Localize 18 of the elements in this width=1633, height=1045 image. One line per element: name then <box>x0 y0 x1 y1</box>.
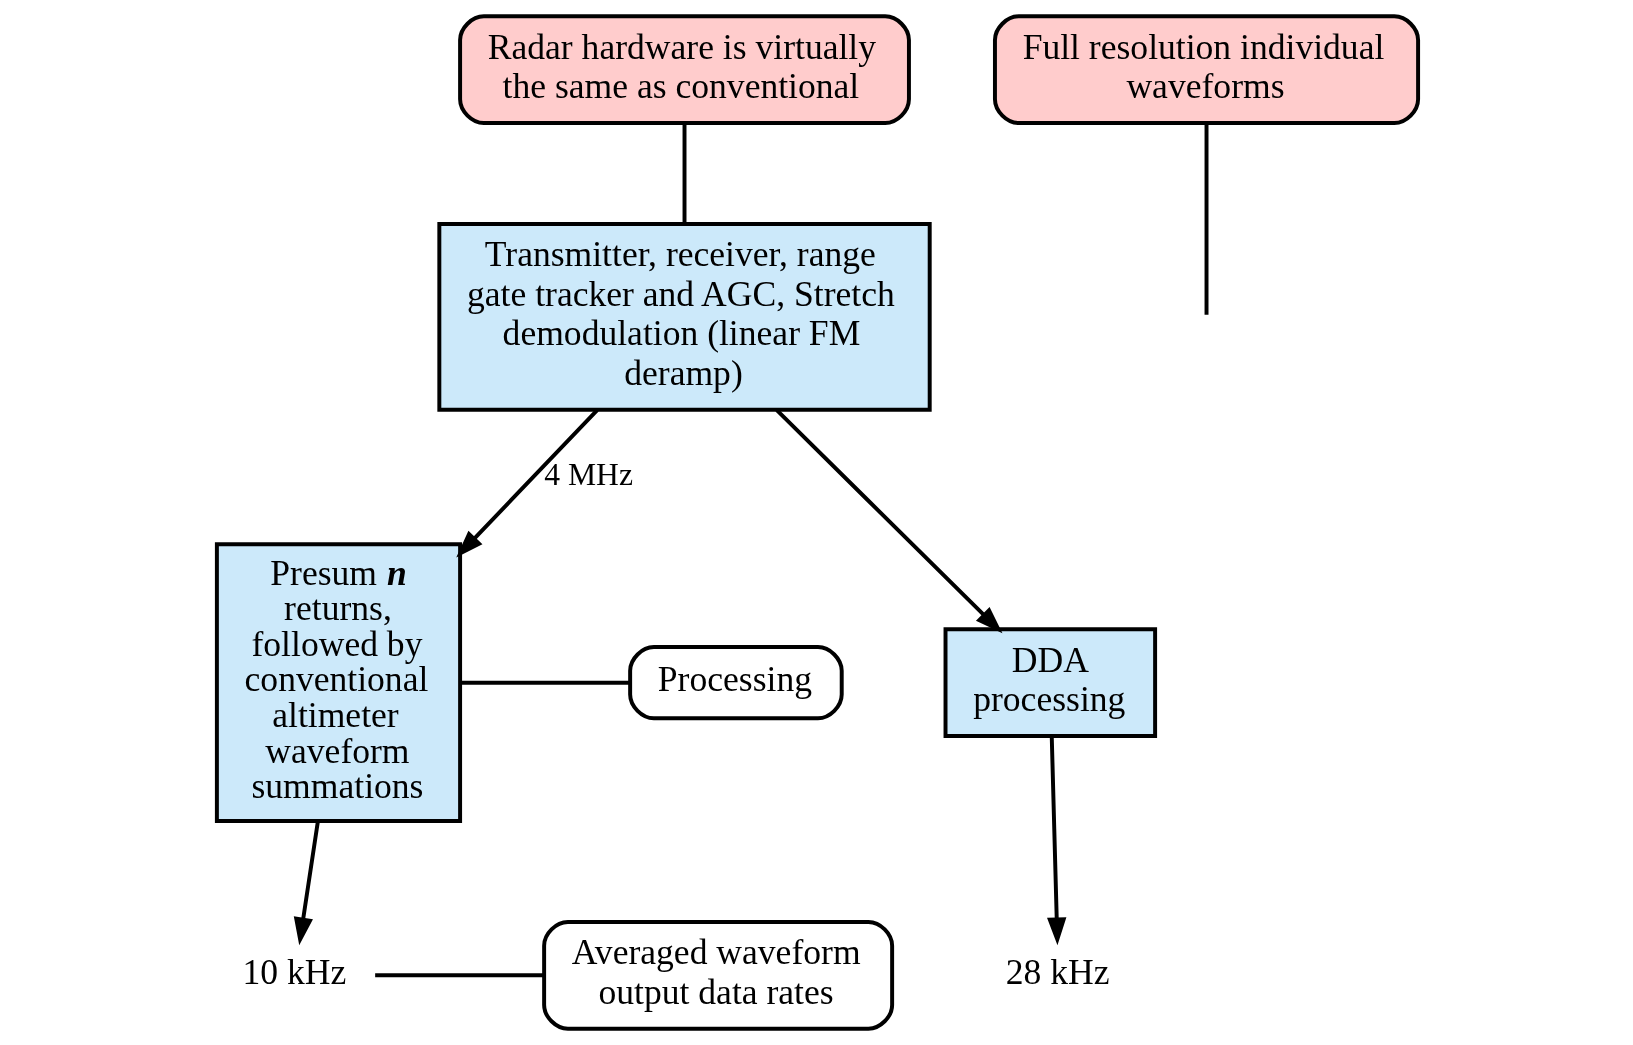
arrow <box>456 408 599 558</box>
connector <box>375 973 544 978</box>
arrow <box>293 821 320 946</box>
node-box: Presum n returns, followed by conventional altimeter waveform summations <box>214 542 463 824</box>
node-box: Averaged waveform output data rates <box>542 919 895 1031</box>
node-box: Radar hardware is virtually the same as conventional <box>458 14 911 126</box>
node-box: Processing <box>628 645 844 721</box>
node-text: 28 kHz <box>1005 952 1110 992</box>
edge-label: 4 MHz <box>544 456 633 492</box>
arrow <box>775 408 1003 634</box>
node-box: DDA processing <box>943 627 1158 739</box>
arrow <box>1047 736 1067 946</box>
node-text: 10 kHz <box>242 952 347 992</box>
node-box: Full resolution individual waveforms <box>992 14 1421 126</box>
connector <box>460 680 630 685</box>
connector <box>682 123 687 224</box>
connector <box>1204 123 1209 315</box>
node-box: Transmitter, receiver, range gate tracker and AGC, Stretch demodulation (linear FM deramp) <box>437 221 932 412</box>
